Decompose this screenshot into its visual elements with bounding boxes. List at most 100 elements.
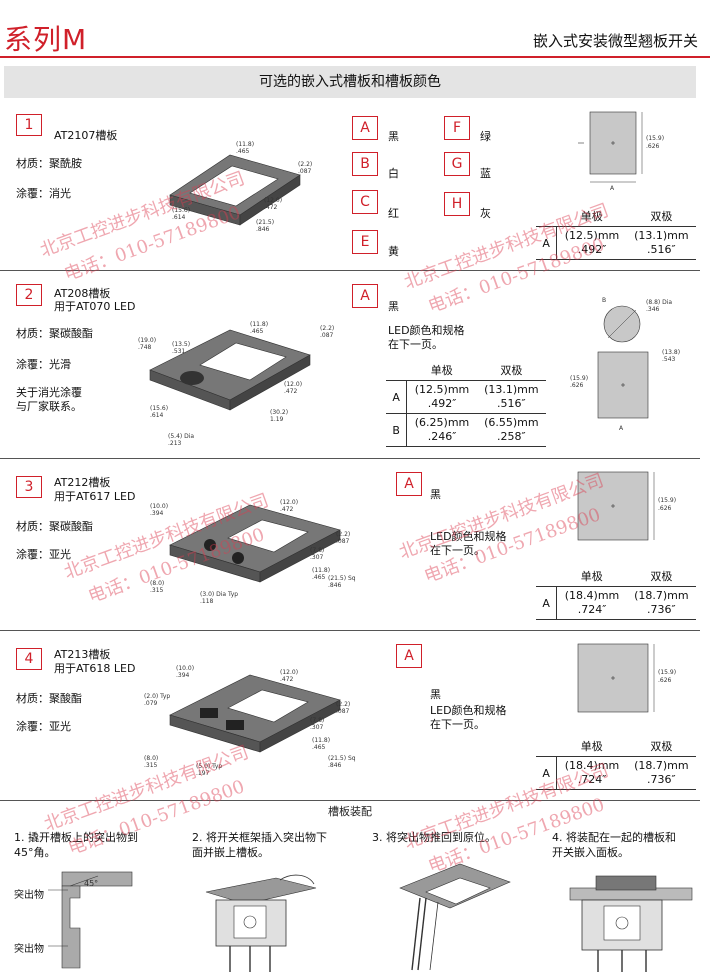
svg-text:.213: .213 (168, 440, 182, 447)
svg-text:(21.5) Sq: (21.5) Sq (328, 755, 356, 762)
svg-text:(7.8): (7.8) (310, 717, 324, 724)
series-title: 系列M (4, 23, 88, 56)
svg-text:.846: .846 (328, 582, 342, 589)
assembly-diagram-1: 45° (48, 871, 133, 969)
svg-text:.315: .315 (150, 587, 164, 594)
svg-text:.543: .543 (662, 356, 676, 363)
led-note: LED颜色和规格 (388, 324, 465, 337)
model-name: AT212槽板 (54, 476, 111, 489)
svg-text:(19.0): (19.0) (138, 337, 156, 344)
svg-text:.197: .197 (196, 770, 210, 777)
top-view-diagram: (15.9) .626 A (578, 111, 664, 192)
dim-label: (15.6) (172, 207, 190, 214)
top-view-led-diagram: B (8.8) Dia .346 (13.8) .543 (15.9) .626… (570, 297, 680, 432)
material-text: 材质：聚碳酸酯 (16, 520, 93, 533)
svg-text:(2.2): (2.2) (336, 701, 350, 708)
material-text: 材质：聚碳酸酯 (16, 327, 93, 340)
svg-text:.118: .118 (200, 598, 214, 605)
svg-text:(8.0): (8.0) (150, 580, 164, 587)
dim-label: .614 (172, 214, 186, 221)
callout-label: 突出物 (14, 890, 44, 901)
material-text: 材质：聚酰胺 (16, 157, 82, 170)
svg-text:.472: .472 (280, 506, 294, 513)
row-divider (0, 458, 700, 459)
color-name: 灰 (480, 207, 491, 220)
header-rule (0, 56, 710, 58)
model-subtitle: 用于AT618 LED (54, 662, 136, 675)
led-note: 在下一页。 (430, 544, 485, 557)
svg-text:.748: .748 (138, 344, 152, 351)
svg-text:.626: .626 (658, 505, 672, 512)
svg-text:.472: .472 (280, 676, 294, 683)
svg-text:.465: .465 (312, 744, 326, 751)
color-code-a: A (396, 644, 422, 668)
dimension-table: 单极双极 A (12.5)mm.492″ (13.1)mm.516″ B (6.… (386, 360, 546, 447)
svg-text:.394: .394 (176, 672, 190, 679)
svg-text:(15.9): (15.9) (570, 375, 588, 382)
svg-text:.472: .472 (284, 388, 298, 395)
coating-text: 涂覆：光滑 (16, 358, 71, 371)
svg-text:.087: .087 (336, 538, 350, 545)
color-name: 红 (388, 207, 399, 220)
svg-text:(5.0) Typ: (5.0) Typ (196, 763, 222, 770)
color-code-f: F (444, 116, 470, 140)
assembly-diagram-3 (399, 863, 511, 971)
svg-text:(5.4) Dia: (5.4) Dia (168, 433, 194, 440)
section-title: 可选的嵌入式槽板和槽板颜色 (4, 66, 696, 98)
color-name: 黑 (430, 488, 441, 501)
led-note: LED颜色和规格 (430, 530, 507, 543)
color-code-c: C (352, 190, 378, 214)
svg-text:(13.5): (13.5) (172, 341, 190, 348)
svg-text:.846: .846 (328, 762, 342, 769)
svg-text:(15.9): (15.9) (658, 669, 676, 676)
callout-label: 突出物 (14, 944, 44, 955)
assembly-step-2: 2. 将开关框架插入突出物下 面并嵌上槽板。 (192, 831, 327, 859)
svg-text:(12.0): (12.0) (280, 669, 298, 676)
svg-text:(3.0) Dia Typ: (3.0) Dia Typ (200, 591, 238, 598)
material-text: 材质：聚酸酯 (16, 692, 82, 705)
color-name: 黑 (430, 688, 441, 701)
svg-text:.626: .626 (646, 143, 660, 150)
svg-text:(11.8): (11.8) (312, 567, 330, 574)
svg-text:(15.9): (15.9) (646, 135, 664, 142)
row-number: 1 (16, 114, 42, 136)
svg-text:.315: .315 (144, 762, 158, 769)
svg-text:(12.0): (12.0) (280, 499, 298, 506)
color-name: 白 (388, 167, 399, 180)
dim-label: (2.2) (298, 161, 312, 168)
color-name: 黑 (388, 300, 399, 313)
dim-label: .087 (298, 168, 312, 175)
color-code-a: A (396, 472, 422, 496)
svg-text:.531: .531 (172, 348, 186, 355)
svg-text:(30.2): (30.2) (270, 409, 288, 416)
svg-text:(7.8): (7.8) (310, 547, 324, 554)
svg-text:.626: .626 (570, 382, 584, 389)
bezel-diagram-at212: (10.0) .394 (12.0) .472 (2.2) .087 (7.8)… (150, 499, 356, 605)
svg-text:.087: .087 (336, 708, 350, 715)
model-name: AT213槽板 (54, 648, 111, 661)
bezel-diagram-at213: (10.0) .394 (12.0) .472 (2.0) Typ .079 (… (144, 665, 356, 777)
svg-text:.307: .307 (310, 724, 324, 731)
svg-text:(11.8): (11.8) (312, 737, 330, 744)
bezel-diagram-at2107: (11.8) .465 (2.2) .087 (12.0) .472 (15.6… (169, 141, 312, 233)
svg-text:A: A (619, 425, 624, 432)
row-divider (0, 630, 700, 631)
svg-text:.087: .087 (320, 332, 334, 339)
svg-text:(21.5) Sq: (21.5) Sq (328, 575, 356, 582)
svg-text:(12.0): (12.0) (284, 381, 302, 388)
dim-label: .472 (264, 204, 278, 211)
led-note: 在下一页。 (430, 718, 485, 731)
svg-text:1.19: 1.19 (270, 416, 284, 423)
row-number: 3 (16, 476, 42, 498)
svg-text:A: A (610, 185, 615, 192)
color-code-e: E (352, 230, 378, 254)
svg-text:.079: .079 (144, 700, 158, 707)
svg-text:B: B (602, 297, 606, 304)
assembly-step-3: 3. 将突出物推回到原位。 (372, 831, 496, 844)
led-note: 在下一页。 (388, 338, 443, 351)
assembly-step-4: 4. 将装配在一起的槽板和 开关嵌入面板。 (552, 831, 676, 859)
assembly-step-1: 1. 撬开槽板上的突出物到 45°角。 (14, 831, 138, 859)
model-subtitle: 用于AT070 LED (54, 300, 136, 313)
coating-note: 关于消光涂覆 与厂家联系。 (16, 386, 82, 413)
svg-text:.346: .346 (646, 306, 660, 313)
